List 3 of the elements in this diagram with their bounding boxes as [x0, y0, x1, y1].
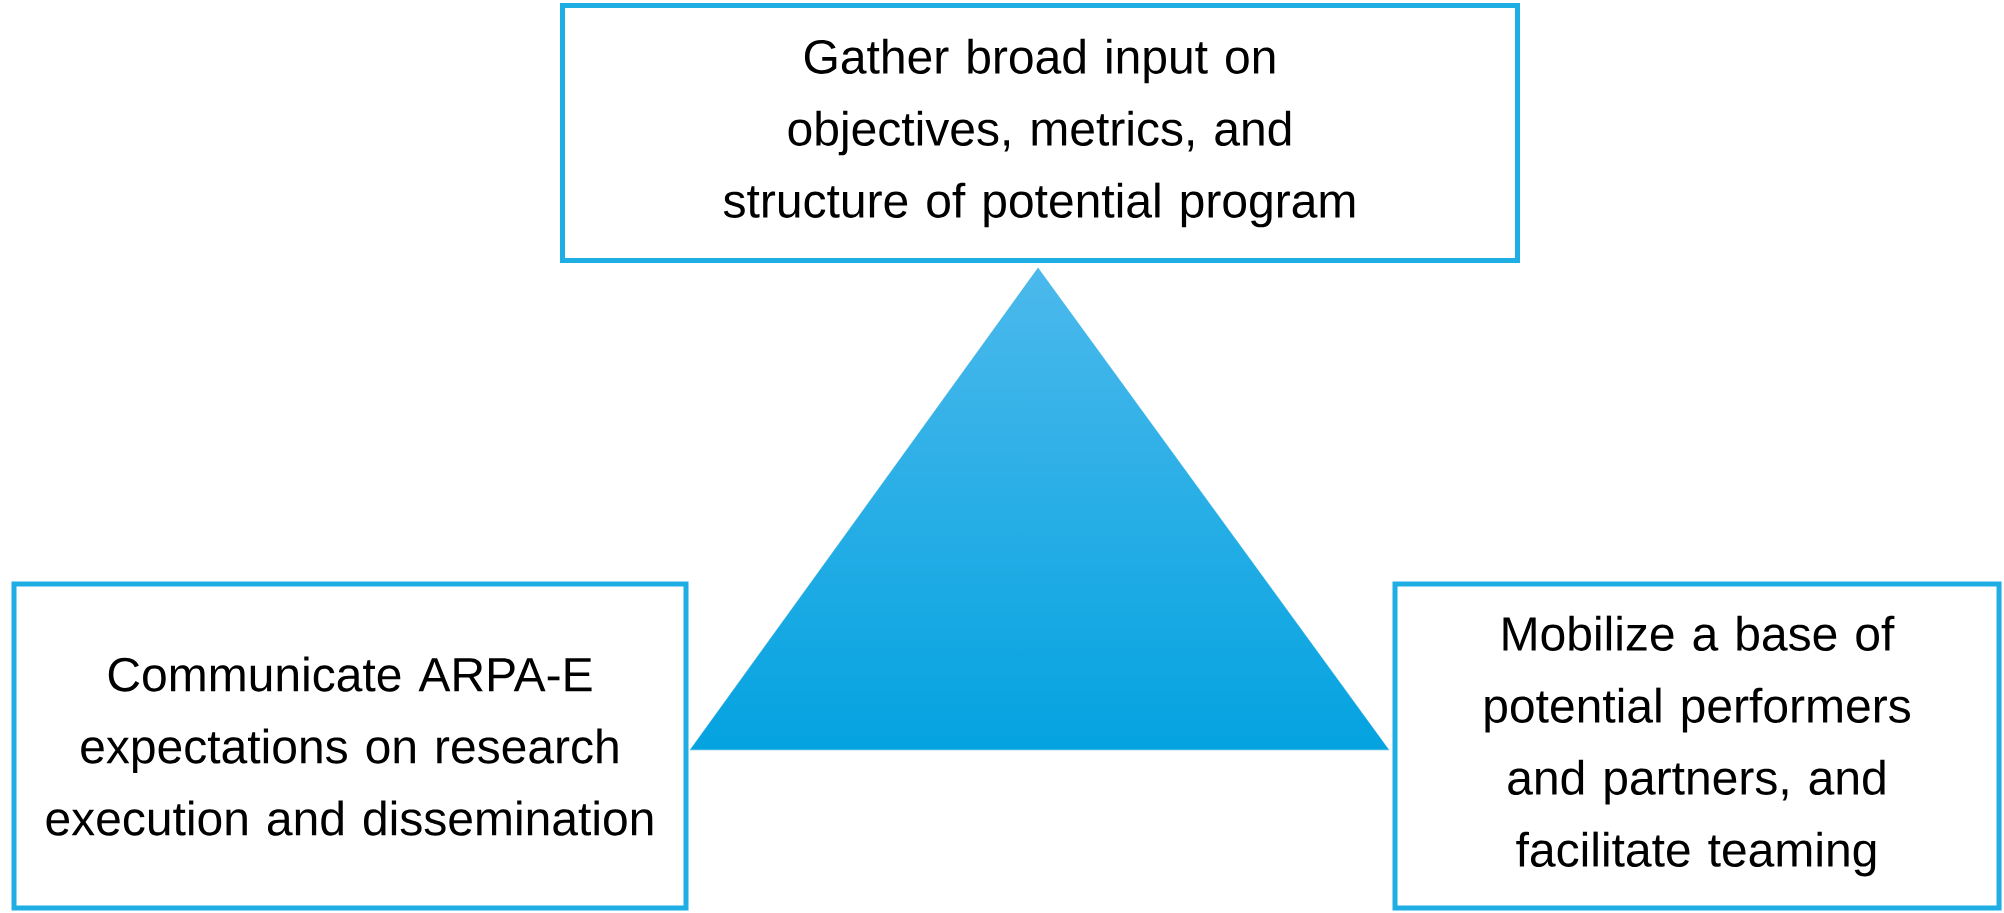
text-box: Communicate ARPA-E expectations on research execution and dissemination [11, 581, 689, 911]
text-box: Mobilize a base of potential performers and partners, and facilitate teaming [1392, 581, 2002, 911]
text-box: Gather broad input on objectives, metrics, and structure of potential program [560, 3, 1520, 263]
